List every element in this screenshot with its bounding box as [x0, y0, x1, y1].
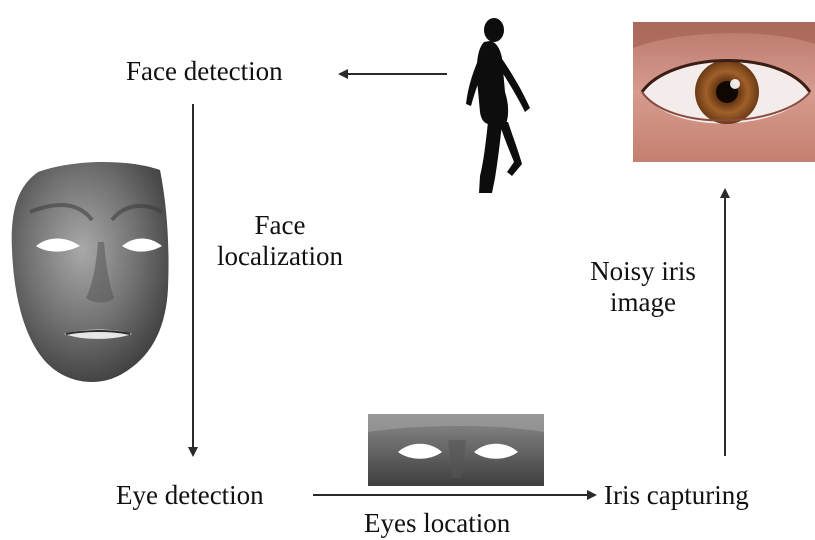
noisy-iris-line-1: Noisy iris — [568, 256, 718, 287]
face-detection-label: Face detection — [126, 56, 283, 87]
face-mask-icon — [12, 162, 169, 382]
iris-eye-photo-icon — [633, 22, 815, 162]
eye-detection-label: Eye detection — [116, 480, 264, 511]
walking-person-silhouette-icon — [466, 18, 530, 193]
eyes-location-label: Eyes location — [364, 508, 510, 539]
iris-capturing-label: Iris capturing — [604, 480, 749, 511]
eyes-region-icon — [368, 414, 544, 486]
noisy-iris-image-label: Noisy iris image — [568, 256, 718, 318]
face-localization-line-1: Face — [200, 210, 360, 241]
noisy-iris-line-2: image — [568, 287, 718, 318]
face-localization-line-2: localization — [200, 241, 360, 272]
face-localization-label: Face localization — [200, 210, 360, 272]
